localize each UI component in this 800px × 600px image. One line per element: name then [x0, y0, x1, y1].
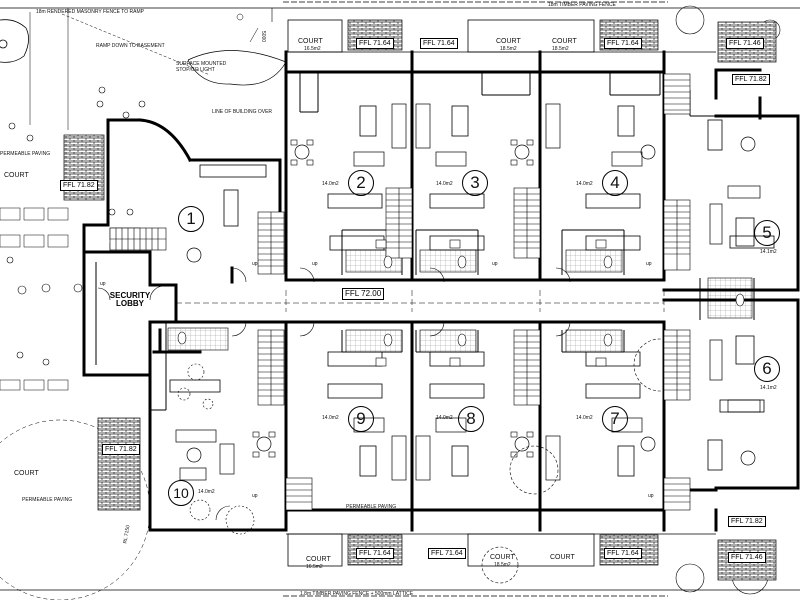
fence-note-right: 18m TIMBER PAVING FENCE — [548, 2, 616, 8]
ffl-tag-left-lower: FFL 71.82 — [102, 444, 140, 455]
unit-number-5: 5 — [754, 220, 780, 246]
ffl-tag-bottom-1: FFL 71.64 — [356, 548, 394, 559]
court-area-top-3: 18.5m2 — [552, 46, 569, 52]
ffl-tag-bottom-right-1: FFL 71.82 — [728, 516, 766, 527]
unit-number-1: 1 — [178, 206, 204, 232]
stair-up-label-3: up — [492, 261, 498, 267]
ffl-tag-top-right-1: FFL 71.46 — [726, 38, 764, 49]
security-lobby-label: SECURITY LOBBY — [109, 291, 151, 309]
sanitary-fixtures — [177, 239, 745, 367]
sofas — [175, 103, 761, 481]
stair-up-label-2: up — [312, 261, 318, 267]
unit-area-7: 14.0m2 — [576, 415, 593, 421]
stair-up-label-1: up — [252, 261, 258, 267]
unit-area-9: 14.0m2 — [322, 415, 339, 421]
permeable-paving-note-mid: PERMEABLE PAVING — [346, 504, 397, 510]
ffl-tag-bottom-2: FFL 71.64 — [428, 548, 466, 559]
unit-area-8: 14.0m2 — [436, 415, 453, 421]
corridor-ffl-tag: FFL 72.00 — [342, 288, 385, 300]
unit-area-5: 14.1m2 — [760, 249, 777, 255]
ffl-tag-top-2: FFL 71.64 — [420, 38, 458, 49]
court-area-top-2: 18.5m2 — [500, 46, 517, 52]
court-label-top-1: COURT — [298, 38, 323, 45]
unit-number-10: 10 — [168, 480, 194, 506]
unit-number-9: 9 — [348, 406, 374, 432]
stair-up-label-4: up — [646, 261, 652, 267]
fence-note-bottom: 1.8m TIMBER PAVING FENCE + 500mm LATTICE — [300, 591, 414, 597]
permeable-paving-note-bottom: PERMEABLE PAVING — [22, 497, 73, 503]
unit-number-8: 8 — [458, 406, 484, 432]
ramp-note: RAMP DOWN TO BASEMENT — [96, 43, 165, 49]
court-label-top-2: COURT — [496, 38, 521, 45]
unit-area-2: 14.0m2 — [322, 181, 339, 187]
unit-number-6: 6 — [754, 356, 780, 382]
fence-note-left: 18m RENDERED MASONRY FENCE TO RAMP — [36, 9, 144, 15]
unit-area-4: 14.0m2 — [576, 181, 593, 187]
court-area-bottom-2: 18.5m2 — [494, 562, 511, 568]
permeable-paving-note-top: PERMEABLE PAVING — [0, 151, 51, 157]
unit-area-3: 14.0m2 — [436, 181, 453, 187]
unit-number-3: 3 — [462, 170, 488, 196]
car-icon — [0, 19, 29, 63]
court-label-bottom-3: COURT — [550, 554, 575, 561]
ffl-tag-top-right-2: FFL 71.82 — [732, 74, 770, 85]
court-label-bottom-1: COURT — [306, 556, 331, 563]
court-area-top-1: 16.5m2 — [304, 46, 321, 52]
bathroom-tiles — [167, 249, 753, 353]
court-label-bottom-2: COURT — [490, 554, 515, 561]
ffl-tag-left: FFL 71.82 — [60, 180, 98, 191]
stair-up-label-7: up — [100, 281, 106, 287]
stairs — [109, 73, 691, 511]
unit-number-4: 4 — [602, 170, 628, 196]
stair-up-label-5: up — [252, 493, 258, 499]
structural-walls — [82, 50, 800, 532]
stair-up-label-6: up — [648, 493, 654, 499]
ffl-tag-top-3: FFL 71.64 — [604, 38, 642, 49]
unit-area-6: 14.1m2 — [760, 385, 777, 391]
court-outlines — [286, 19, 716, 567]
unit-number-2: 2 — [348, 170, 374, 196]
ffl-tag-bottom-3: FFL 71.64 — [604, 548, 642, 559]
court-label-left-top: COURT — [4, 172, 29, 179]
dining-tables — [186, 136, 756, 466]
ramp-marks — [29, 12, 287, 125]
surface-light-note: SURFACE MOUNTED STOP/GO LIGHT — [176, 61, 227, 73]
court-area-bottom-1: 16.5m2 — [306, 564, 323, 570]
ffl-tag-top-1: FFL 71.64 — [356, 38, 394, 49]
court-label-top-3: COURT — [552, 38, 577, 45]
unit-area-10: 14.0m2 — [198, 489, 215, 495]
building-over-note: LINE OF BUILDING OVER — [212, 109, 273, 115]
door-swings — [97, 267, 571, 521]
internal-walls — [95, 72, 755, 411]
ffl-tag-bottom-right-2: FFL 71.46 — [728, 552, 766, 563]
setback-dimension: 5000 — [260, 30, 267, 43]
court-label-left-bottom: COURT — [14, 470, 39, 477]
unit-number-7: 7 — [602, 406, 628, 432]
corridor-lines — [176, 290, 665, 312]
